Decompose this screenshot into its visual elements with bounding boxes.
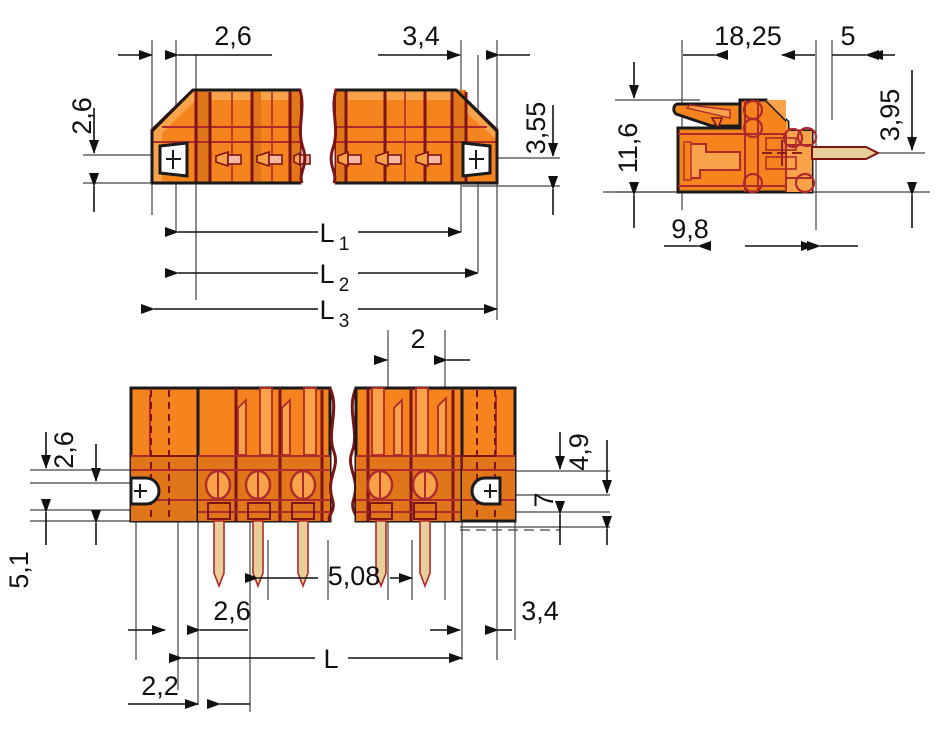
dim-label-bot-l: L bbox=[323, 644, 338, 674]
dim-label-top-3-4: 3,4 bbox=[402, 21, 440, 51]
dim-label-right-3-55: 3,55 bbox=[521, 102, 551, 155]
bottom-view-dimensions bbox=[41, 355, 612, 709]
dim-label-bot-7: 7 bbox=[529, 492, 559, 507]
side-view-body bbox=[676, 98, 818, 194]
dim-label-l3-sub: 3 bbox=[339, 311, 350, 332]
side-view-lever bbox=[672, 102, 742, 130]
side-view-dimension-labels: 18,25 5 11,6 3,95 9,8 bbox=[613, 21, 905, 244]
top-view-break-left bbox=[298, 89, 307, 184]
side-view-centerline bbox=[762, 140, 802, 166]
side-view-circles bbox=[742, 99, 818, 194]
bottom-right-spring-fingers bbox=[371, 387, 447, 456]
dim-label-top-2-6: 2,6 bbox=[214, 21, 252, 51]
bottom-view bbox=[30, 330, 610, 712]
bottom-view-right-flange bbox=[460, 386, 560, 531]
top-view-left-body bbox=[150, 88, 311, 185]
dim-label-bot-3-4: 3,4 bbox=[521, 596, 559, 626]
bottom-view-break-left bbox=[327, 387, 337, 522]
dim-label-bot-2-6: 2,6 bbox=[213, 596, 251, 626]
dim-label-18-25: 18,25 bbox=[714, 21, 782, 51]
bottom-view-dimension-labels: 2 2,6 5,1 4,9 7 5,08 2,6 3,4 L 2,2 bbox=[4, 324, 594, 701]
dim-label-l1-sub: 1 bbox=[339, 234, 350, 255]
top-right-clamp-slots bbox=[337, 150, 442, 168]
top-view-dimension-labels: 2,6 3,4 2,6 3,55 L 1 L 2 L 3 bbox=[67, 21, 551, 332]
top-view bbox=[83, 40, 560, 320]
bottom-left-pins bbox=[213, 520, 309, 589]
bottom-view-break-right bbox=[349, 387, 359, 522]
top-left-mounting-hole bbox=[158, 141, 189, 178]
top-right-mounting-hole bbox=[461, 141, 492, 178]
bottom-view-left-body bbox=[196, 386, 332, 589]
dim-label-l3: L bbox=[319, 295, 334, 325]
dim-label-5: 5 bbox=[840, 21, 855, 51]
dim-label-bot-2-6-left: 2,6 bbox=[49, 431, 79, 469]
dim-label-bot-4-9: 4,9 bbox=[564, 433, 594, 471]
dim-label-l2-sub: 2 bbox=[339, 275, 350, 296]
bottom-view-extension-lines bbox=[30, 330, 610, 712]
side-view-pin bbox=[811, 146, 881, 160]
dim-label-bot-2: 2 bbox=[410, 324, 425, 354]
bottom-view-left-flange bbox=[129, 386, 200, 523]
bottom-left-contact-holes bbox=[204, 469, 317, 501]
dim-label-11-6: 11,6 bbox=[613, 123, 643, 174]
bottom-right-pin-pads bbox=[369, 502, 437, 520]
dim-label-bot-2-2: 2,2 bbox=[141, 671, 179, 701]
dim-label-left-2-6: 2,6 bbox=[67, 97, 97, 135]
side-view-dimensions bbox=[629, 50, 917, 251]
bottom-right-pins bbox=[375, 520, 431, 589]
bottom-left-spring-fingers bbox=[237, 387, 317, 456]
dim-label-l1: L bbox=[319, 218, 334, 248]
dim-label-9-8: 9,8 bbox=[671, 214, 709, 244]
dim-label-bot-5-08: 5,08 bbox=[328, 561, 381, 591]
bottom-view-right-body bbox=[354, 386, 464, 589]
dim-label-3-95: 3,95 bbox=[875, 89, 905, 142]
bottom-left-pin-pads bbox=[207, 502, 315, 520]
bottom-right-contact-holes bbox=[366, 469, 439, 501]
top-view-dimensions bbox=[89, 50, 558, 314]
dim-label-l2: L bbox=[319, 259, 334, 289]
top-view-right-body bbox=[334, 88, 499, 185]
dim-label-bot-5-1: 5,1 bbox=[4, 551, 34, 589]
top-view-break-right bbox=[329, 89, 338, 184]
side-view bbox=[603, 40, 930, 230]
